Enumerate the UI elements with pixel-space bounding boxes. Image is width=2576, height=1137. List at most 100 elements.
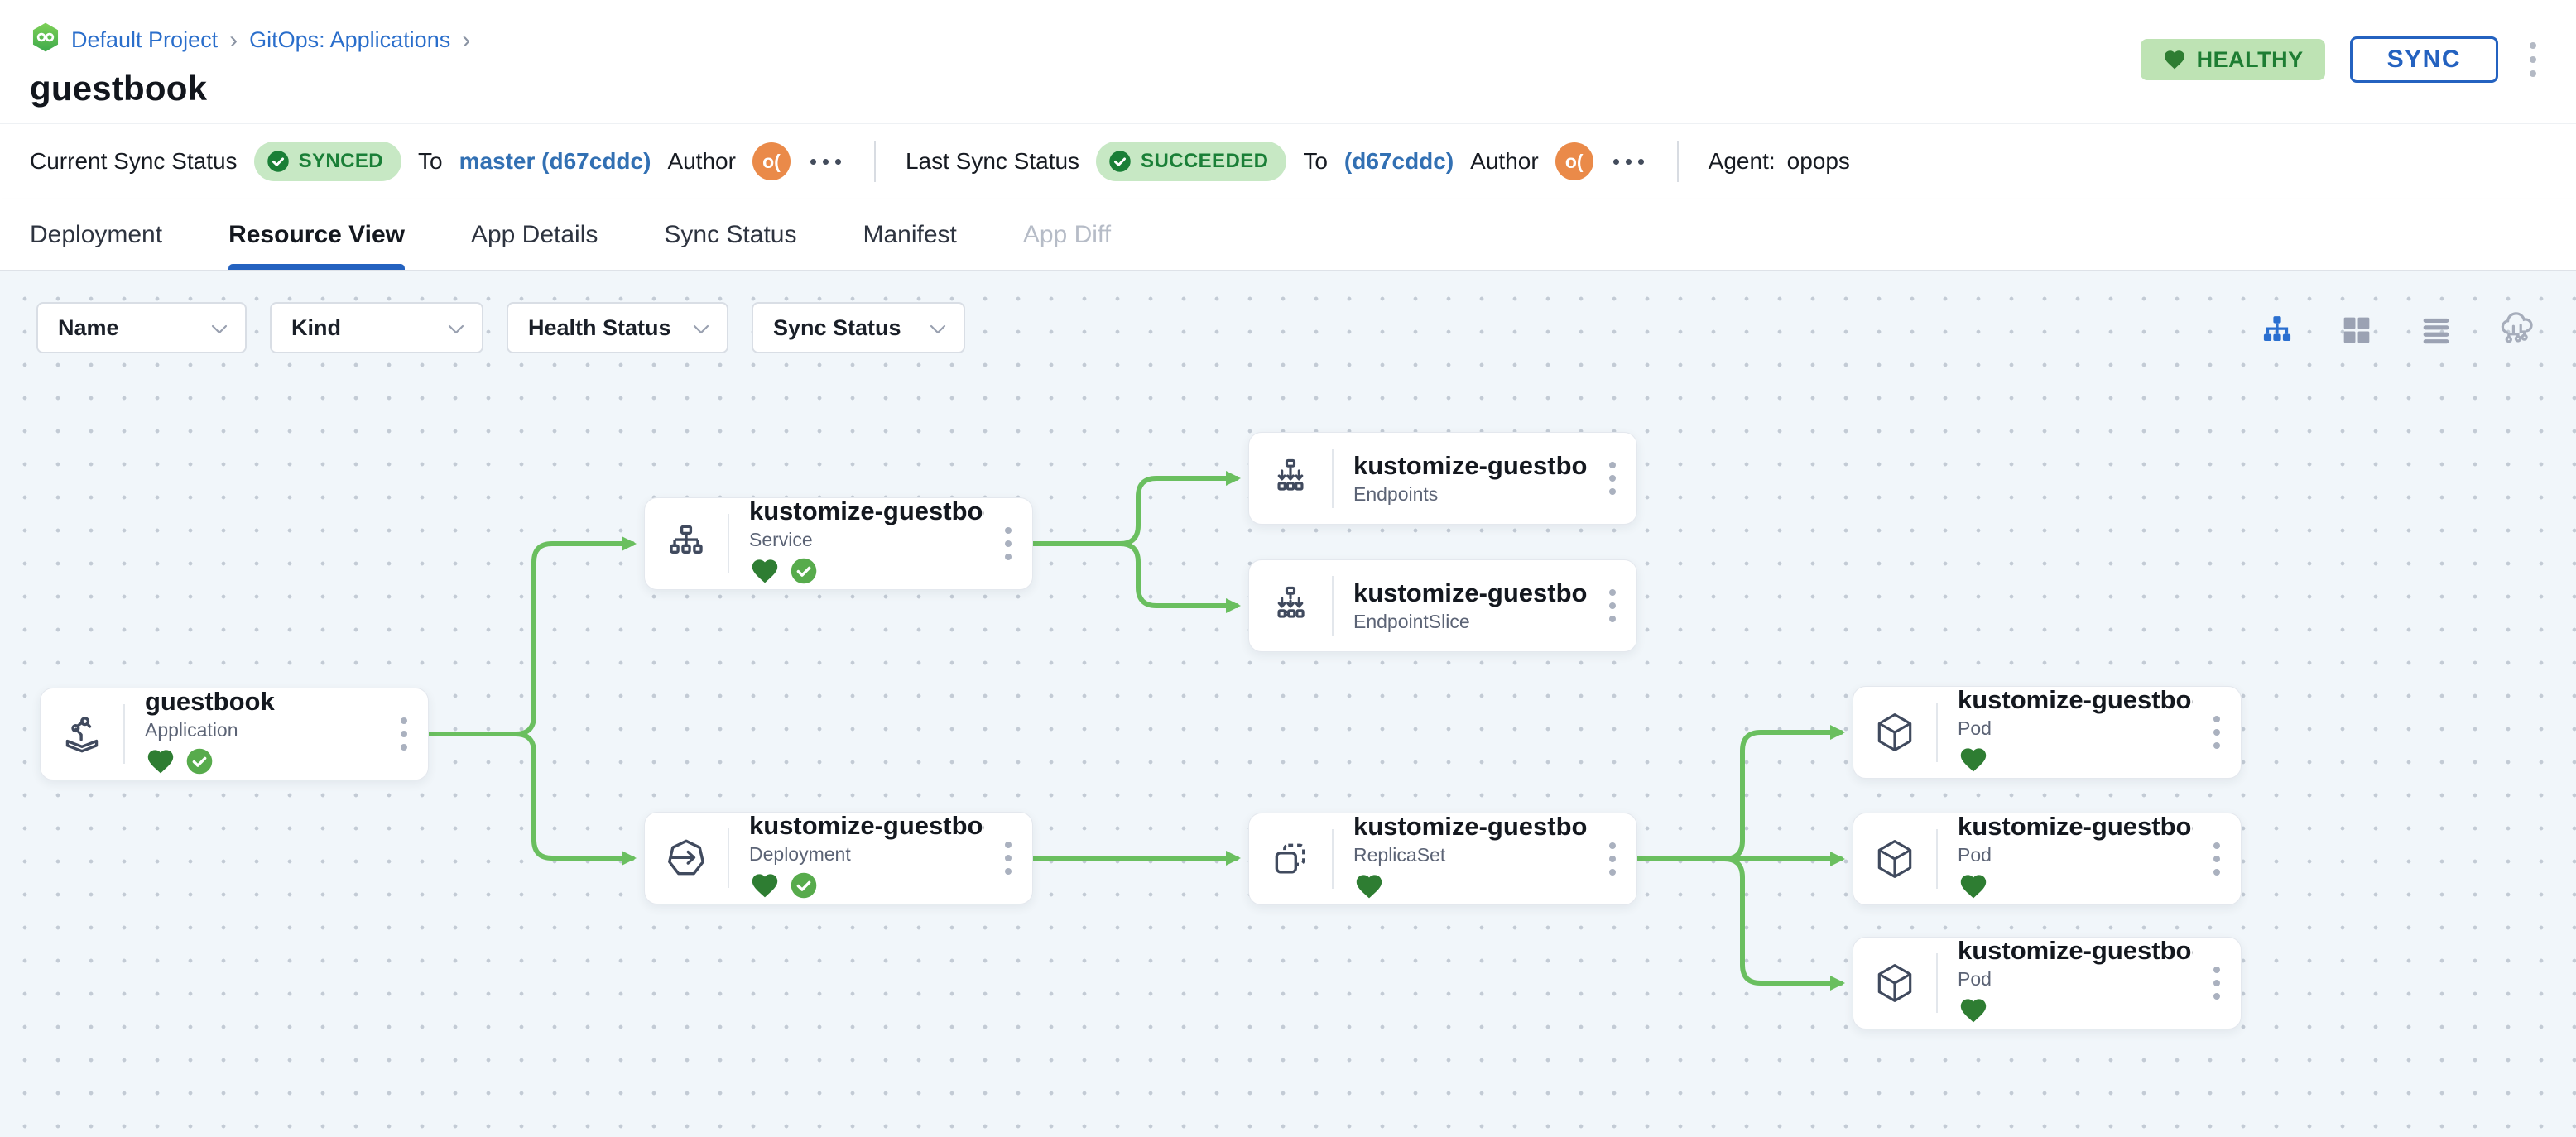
app-header: Default Project › GitOps: Applications ›… — [0, 0, 2576, 123]
more-actions-button[interactable] — [2523, 37, 2543, 82]
node-menu-button[interactable] — [2193, 842, 2241, 876]
service-icon — [645, 521, 728, 566]
filter-kind-dropdown[interactable]: Kind — [270, 302, 483, 353]
grid-view-button[interactable] — [2334, 308, 2379, 355]
health-status-badge: HEALTHY — [2140, 39, 2325, 80]
succeeded-badge-label: SUCCEEDED — [1141, 150, 1269, 172]
agent-label: Agent: — [1708, 148, 1776, 174]
node-status-icons — [1958, 871, 2193, 906]
tree-view-icon — [2258, 311, 2296, 352]
pod-icon — [1853, 961, 1936, 1005]
resource-name: kustomize-guestbook-ui — [1353, 451, 1588, 480]
node-menu-button[interactable] — [380, 717, 428, 751]
resource-node-endpoints[interactable]: kustomize-guestbook-uiEndpoints — [1248, 432, 1637, 525]
chevron-down-icon — [929, 315, 947, 341]
node-menu-button[interactable] — [984, 527, 1032, 560]
resource-name: kustomize-guestbook-ui — [749, 811, 984, 840]
current-revision-link[interactable]: master (d67cddc) — [459, 148, 651, 174]
resource-name: kustomize-guestbook-ui-... — [1958, 812, 2193, 841]
healthy-heart-icon — [1958, 995, 1989, 1030]
chevron-down-icon — [210, 315, 228, 341]
edge-rs-to-pod1 — [1635, 725, 1845, 861]
check-circle-icon — [267, 151, 289, 172]
tab-app-diff: App Diff — [1022, 220, 1112, 248]
to-label: To — [1303, 148, 1328, 174]
resource-kind: Endpoints — [1353, 483, 1439, 505]
resource-kind: Deployment — [749, 843, 851, 865]
node-status-icons — [749, 555, 984, 591]
breadcrumb-separator: › — [229, 26, 238, 54]
resource-node-pod[interactable]: kustomize-guestbook-ui-...Pod — [1853, 685, 2242, 780]
resource-kind: Pod — [1958, 717, 1992, 739]
resource-canvas[interactable]: Name Kind Health Status Sync Status guestbo… — [0, 271, 2576, 1137]
healthy-heart-icon — [749, 870, 781, 905]
resource-kind: Pod — [1958, 844, 1992, 866]
synced-badge-label: SYNCED — [298, 150, 383, 172]
resource-node-endpointslice[interactable]: kustomize-guestbook-ui-...EndpointSlice — [1248, 559, 1637, 652]
edge-rs-to-pod3 — [1635, 856, 1845, 991]
node-menu-button[interactable] — [1588, 462, 1636, 495]
filter-label: Sync Status — [773, 314, 901, 340]
endpoints-icon — [1249, 456, 1332, 501]
last-revision-link[interactable]: (d67cddc) — [1343, 148, 1454, 174]
breadcrumb-section-link[interactable]: GitOps: Applications — [249, 27, 451, 52]
divider — [873, 141, 876, 182]
node-status-icons — [1958, 744, 2193, 780]
current-sync-status-group: Current Sync Status SYNCED To master (d6… — [30, 142, 844, 181]
resource-node-pod[interactable]: kustomize-guestbook-ui-... Pod — [1853, 812, 2242, 906]
resource-kind: EndpointSlice — [1353, 611, 1470, 632]
tab-app-details[interactable]: App Details — [470, 220, 598, 248]
filter-sync-status-dropdown[interactable]: Sync Status — [752, 302, 965, 353]
node-divider — [1332, 576, 1334, 636]
node-status-icons — [1958, 995, 2193, 1030]
deployment-icon — [645, 836, 728, 880]
resource-node-pod[interactable]: kustomize-guestbook-ui-...Pod — [1853, 936, 2242, 1030]
page-title: guestbook — [30, 69, 208, 108]
last-sync-status-group: Last Sync Status SUCCEEDED To (d67cddc) … — [906, 142, 1647, 181]
node-menu-button[interactable] — [1588, 842, 1636, 876]
node-divider — [728, 514, 729, 573]
filter-health-status-dropdown[interactable]: Health Status — [507, 302, 728, 353]
sync-button[interactable]: SYNC — [2349, 36, 2498, 83]
node-divider — [1936, 829, 1938, 889]
node-menu-button[interactable] — [2193, 967, 2241, 1000]
agent-group: Agent: opops — [1709, 148, 1850, 175]
node-menu-button[interactable] — [984, 842, 1032, 875]
commit-details-button[interactable] — [1610, 152, 1647, 171]
cluster-view-button[interactable] — [2493, 307, 2540, 356]
last-sync-status-label: Last Sync Status — [905, 148, 1080, 174]
pod-icon — [1853, 710, 1936, 755]
filter-name-dropdown[interactable]: Name — [36, 302, 247, 353]
tab-manifest[interactable]: Manifest — [863, 220, 957, 248]
heart-icon — [2164, 50, 2184, 70]
resource-name: kustomize-guestbook-ui — [749, 497, 984, 525]
author-label: Author — [667, 148, 736, 174]
breadcrumb-project-link[interactable]: Default Project — [71, 27, 219, 52]
resource-node-replicaset[interactable]: kustomize-guestbook-ui-...ReplicaSet — [1248, 812, 1637, 906]
resource-node-deployment[interactable]: kustomize-guestbook-uiDeployment — [644, 811, 1033, 905]
edge-app-to-dep — [426, 732, 637, 866]
tree-view-button[interactable] — [2255, 308, 2300, 355]
resource-kind: ReplicaSet — [1353, 844, 1446, 866]
author-avatar: o( — [1555, 142, 1593, 180]
node-status-icons — [749, 870, 984, 905]
node-status-icons — [145, 746, 380, 781]
synced-check-icon — [185, 746, 214, 780]
tab-resource-view[interactable]: Resource View — [228, 199, 405, 270]
node-divider — [1332, 829, 1334, 889]
chevron-down-icon — [692, 315, 710, 341]
node-menu-button[interactable] — [2193, 716, 2241, 749]
edge-svc-to-ep — [1031, 471, 1241, 546]
list-view-button[interactable] — [2414, 308, 2458, 355]
tab-sync-status[interactable]: Sync Status — [664, 220, 797, 248]
node-status-icons — [1353, 871, 1588, 906]
tab-deployment[interactable]: Deployment — [30, 220, 163, 248]
node-divider — [1936, 953, 1938, 1013]
health-badge-label: HEALTHY — [2196, 46, 2304, 72]
resource-kind: Pod — [1958, 968, 1992, 990]
node-menu-button[interactable] — [1588, 589, 1636, 622]
edge-svc-to-eps — [1031, 541, 1241, 613]
commit-details-button[interactable] — [807, 152, 844, 171]
resource-node-service[interactable]: kustomize-guestbook-uiService — [644, 497, 1033, 590]
